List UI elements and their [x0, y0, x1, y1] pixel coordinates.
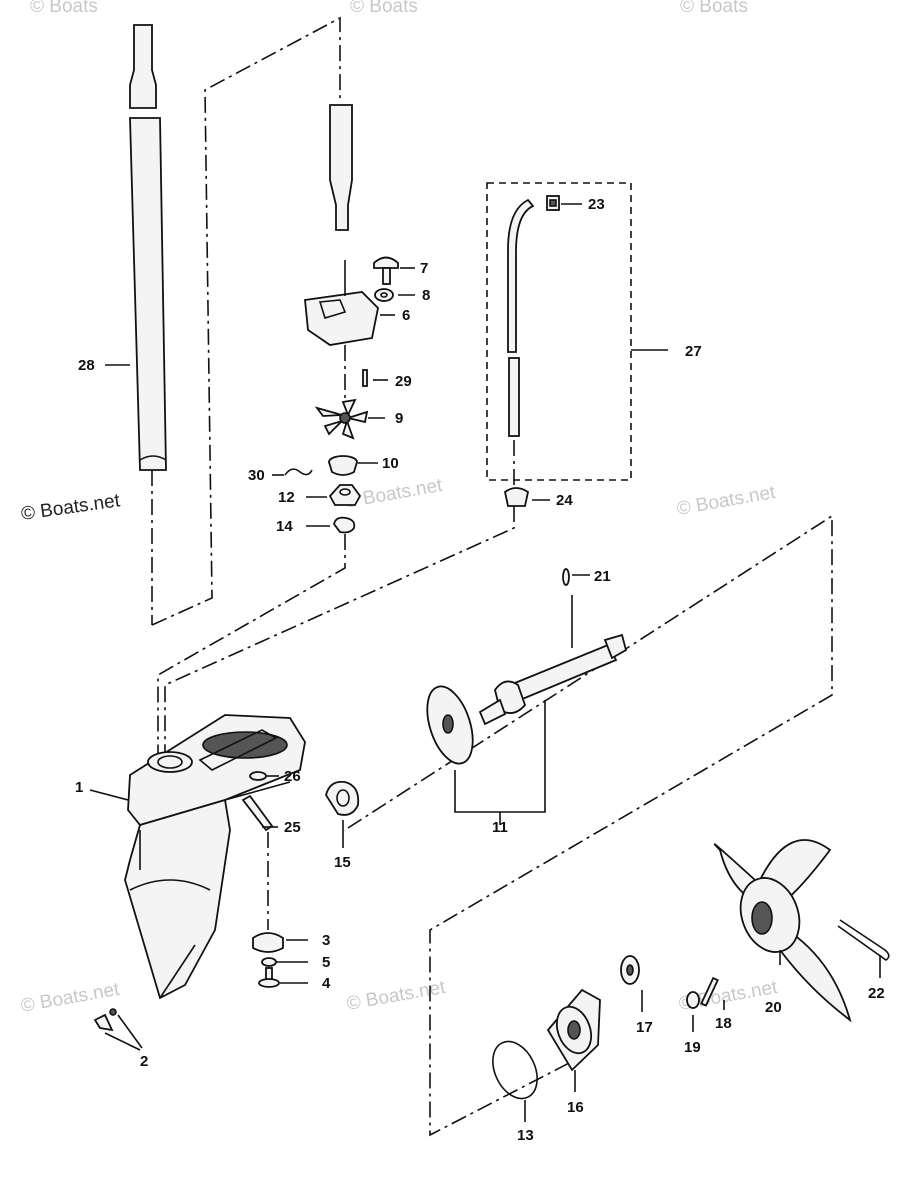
bearing-housing-icon [546, 988, 601, 1072]
screw-icon [93, 1008, 117, 1032]
watermark-mid-right: © Boats.net [675, 482, 777, 520]
mount-icon [252, 932, 284, 953]
pump-plate-icon [328, 484, 362, 506]
pump-insert-icon [328, 455, 358, 476]
impeller-icon [314, 398, 369, 440]
grommet-icon [503, 487, 530, 507]
bolt-small-icon [241, 794, 274, 832]
shaft-route-frame [151, 16, 341, 626]
pump-case-icon [304, 260, 379, 346]
thrust-washer-icon [620, 955, 640, 985]
prop-shaft-frame [347, 514, 833, 1137]
propeller-pin-icon [700, 976, 719, 1007]
callout-28[interactable]: 28 [78, 357, 95, 374]
gearcase-icon [124, 714, 306, 1000]
watermark-bot-left: © Boats.net [19, 979, 121, 1017]
water-tube-kit-box [486, 182, 632, 481]
pinion-gear-icon [325, 780, 360, 816]
callout-2[interactable]: 2 [140, 1053, 148, 1070]
callout-25[interactable]: 25 [284, 819, 301, 836]
callout-22[interactable]: 22 [868, 985, 885, 1002]
callout-3[interactable]: 3 [322, 932, 330, 949]
callout-6[interactable]: 6 [402, 307, 410, 324]
forward-gear-icon [426, 685, 474, 765]
watermark-bot-center: © Boats.net [345, 977, 447, 1015]
callout-5[interactable]: 5 [322, 954, 330, 971]
drive-shaft-upper [329, 104, 353, 231]
propeller-washer-icon [686, 991, 700, 1009]
callout-10[interactable]: 10 [382, 455, 399, 472]
callout-1[interactable]: 1 [75, 779, 83, 796]
clip-icon [284, 468, 313, 476]
callout-19[interactable]: 19 [684, 1039, 701, 1056]
watermark-top-left: © Boats [30, 0, 98, 17]
water-tube-icon [507, 198, 535, 437]
mount-washer-icon [261, 957, 277, 967]
callout-4[interactable]: 4 [322, 975, 331, 992]
drive-shaft-long [129, 24, 167, 471]
callout-14[interactable]: 14 [276, 518, 293, 535]
watermark-top-mid: © Boats [350, 0, 418, 17]
bolt-icon [373, 256, 399, 285]
o-ring-large-icon [492, 1040, 538, 1100]
callout-7[interactable]: 7 [420, 260, 428, 277]
callout-27[interactable]: 27 [685, 343, 702, 360]
callout-9[interactable]: 9 [395, 410, 403, 427]
washer-icon [374, 288, 394, 302]
tube-grommet-icon [546, 195, 560, 211]
callout-30[interactable]: 30 [248, 467, 265, 484]
callout-13[interactable]: 13 [517, 1127, 534, 1144]
callout-17[interactable]: 17 [636, 1019, 653, 1036]
pin-icon [362, 369, 368, 387]
propeller-icon [713, 839, 852, 1023]
callout-26[interactable]: 26 [284, 768, 301, 785]
callout-24[interactable]: 24 [556, 492, 573, 509]
callout-16[interactable]: 16 [567, 1099, 584, 1116]
mount-bolt-icon [258, 967, 280, 988]
callout-29[interactable]: 29 [395, 373, 412, 390]
watermark-main: © Boats.net [20, 490, 122, 525]
cotter-pin-icon [837, 919, 890, 961]
washer-small-icon [249, 771, 267, 781]
callout-8[interactable]: 8 [422, 287, 430, 304]
callout-23[interactable]: 23 [588, 196, 605, 213]
gasket-icon [333, 516, 356, 534]
callout-21[interactable]: 21 [594, 568, 611, 585]
watermark-top-right: © Boats [680, 0, 748, 17]
o-ring-icon [562, 568, 570, 586]
callout-20[interactable]: 20 [765, 999, 782, 1016]
callout-15[interactable]: 15 [334, 854, 351, 871]
callout-12[interactable]: 12 [278, 489, 295, 506]
propeller-shaft-icon [478, 633, 628, 726]
callout-18[interactable]: 18 [715, 1015, 732, 1032]
callout-11[interactable]: 11 [492, 819, 508, 836]
